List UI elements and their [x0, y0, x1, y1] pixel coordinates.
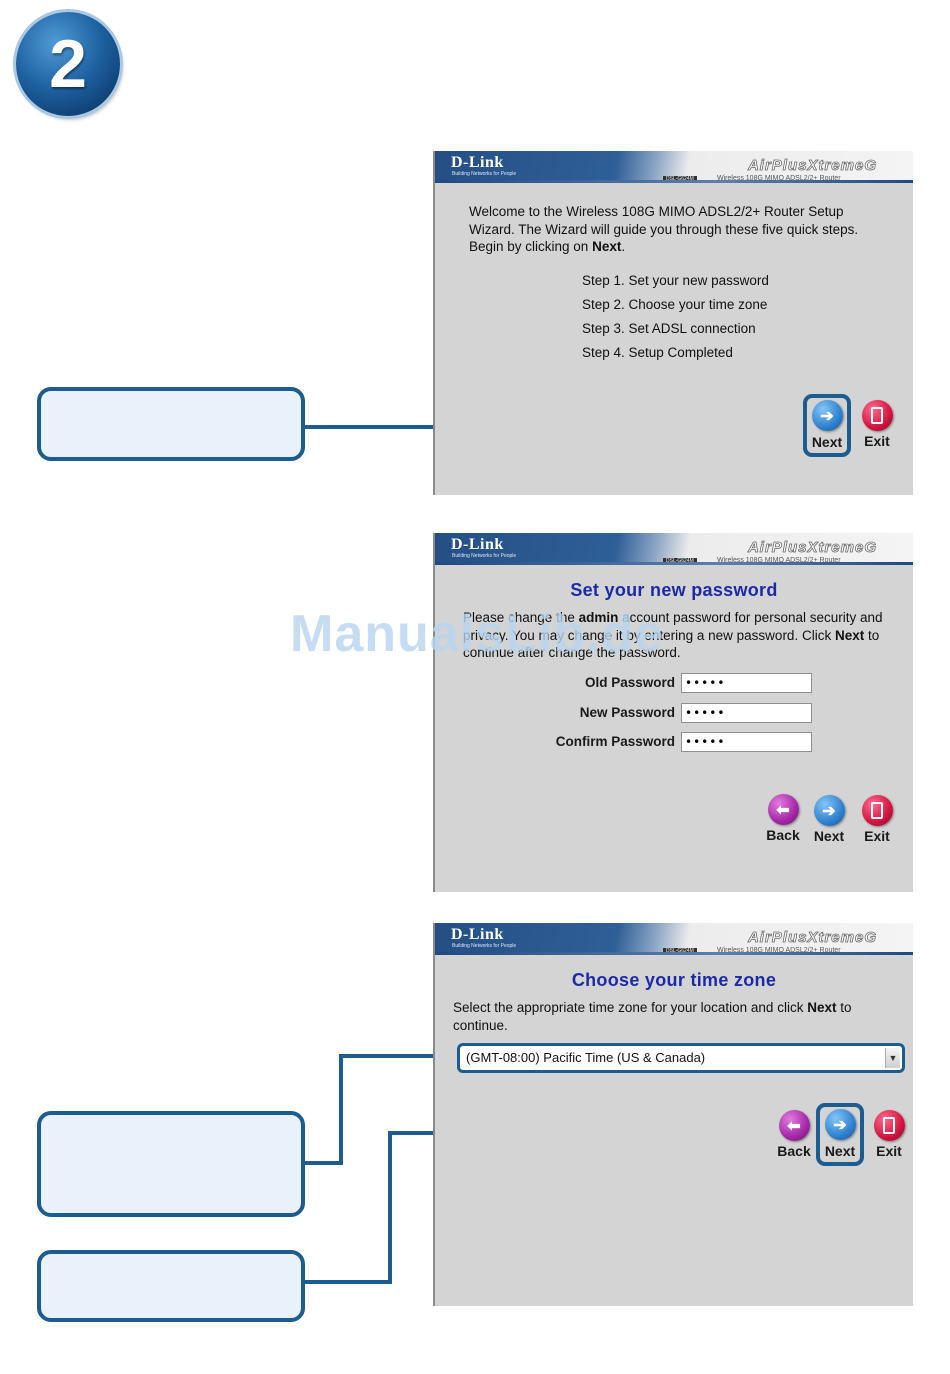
back-button[interactable]: ⬅ Back: [759, 792, 807, 852]
wizard-steps-list: Step 1. Set your new password Step 2. Ch…: [582, 269, 769, 365]
dlink-logo: D-Link: [451, 154, 504, 171]
model-badge: DSL-G624M: [663, 948, 697, 954]
list-item: Step 1. Set your new password: [582, 273, 769, 288]
arrow-right-icon: ➔: [824, 1109, 856, 1140]
step-number-badge: 2: [16, 12, 120, 116]
list-item: Step 3. Set ADSL connection: [582, 321, 756, 336]
model-description: Wireless 108G MIMO ADSL2/2+ Router: [717, 947, 841, 954]
model-badge: DSL-G624M: [663, 558, 697, 564]
exit-door-icon: [873, 1110, 905, 1141]
confirm-password-row: Confirm Password: [435, 732, 913, 754]
exit-button[interactable]: Exit: [853, 793, 901, 853]
next-button[interactable]: ➔ Next: [805, 793, 853, 853]
old-password-row: Old Password: [435, 673, 913, 695]
chevron-down-icon[interactable]: ▼: [885, 1048, 900, 1068]
airplus-logo: AirPlusXtremeG: [747, 929, 877, 947]
list-item: Step 2. Choose your time zone: [582, 297, 768, 312]
connector-line: [339, 1054, 343, 1165]
list-item: Step 4. Setup Completed: [582, 345, 733, 360]
connector-line: [339, 1054, 457, 1058]
page-title: Set your new password: [570, 580, 778, 600]
model-description: Wireless 108G MIMO ADSL2/2+ Router: [717, 175, 841, 182]
new-password-label: New Password: [579, 705, 675, 720]
confirm-password-field[interactable]: [681, 732, 812, 752]
step-number: 2: [49, 26, 87, 102]
dlink-tagline: Building Networks for People: [452, 943, 517, 949]
connector-line: [388, 1131, 392, 1284]
dlink-logo: D-Link: [451, 536, 504, 553]
dlink-header-banner: D-Link Building Networks for People AirP…: [435, 923, 913, 955]
timezone-select[interactable]: (GMT-08:00) Pacific Time (US & Canada) ▼: [457, 1043, 905, 1073]
airplus-logo: AirPlusXtremeG: [747, 539, 877, 557]
dlink-header-banner: D-Link Building Networks for People AirP…: [435, 533, 913, 565]
exit-door-icon: [861, 795, 893, 826]
timezone-selected-value: (GMT-08:00) Pacific Time (US & Canada): [466, 1050, 706, 1065]
callout-box-next: [37, 1250, 305, 1322]
connector-line: [305, 1280, 392, 1284]
arrow-right-icon: ➔: [811, 400, 843, 431]
new-password-row: New Password: [435, 703, 913, 725]
arrow-left-icon: ⬅: [767, 794, 799, 825]
next-button[interactable]: ➔ Next: [803, 394, 851, 457]
old-password-field[interactable]: [681, 673, 812, 693]
dlink-logo: D-Link: [451, 926, 504, 943]
exit-button[interactable]: Exit: [853, 398, 901, 458]
next-button[interactable]: ➔ Next: [816, 1103, 864, 1166]
model-description: Wireless 108G MIMO ADSL2/2+ Router: [717, 557, 841, 564]
old-password-label: Old Password: [584, 675, 675, 690]
welcome-intro-text: Welcome to the Wireless 108G MIMO ADSL2/…: [469, 204, 859, 254]
timezone-screen: D-Link Building Networks for People AirP…: [433, 923, 913, 1306]
connector-line: [305, 1161, 343, 1165]
airplus-logo: AirPlusXtremeG: [747, 157, 877, 175]
password-screen: D-Link Building Networks for People AirP…: [433, 533, 913, 892]
password-intro-text: Please change the admin account password…: [463, 610, 883, 660]
dlink-tagline: Building Networks for People: [452, 171, 517, 177]
new-password-field[interactable]: [681, 703, 812, 723]
dlink-header-banner: D-Link Building Networks for People AirP…: [435, 151, 913, 183]
welcome-screen: D-Link Building Networks for People AirP…: [433, 151, 913, 495]
page-title: Choose your time zone: [571, 970, 777, 990]
back-button[interactable]: ⬅ Back: [770, 1108, 818, 1168]
callout-box-timezone: [37, 1111, 305, 1217]
dlink-tagline: Building Networks for People: [452, 553, 517, 559]
timezone-intro-text: Select the appropriate time zone for you…: [453, 1000, 852, 1033]
exit-button[interactable]: Exit: [865, 1108, 913, 1168]
arrow-left-icon: ⬅: [778, 1110, 810, 1141]
model-badge: DSL-G624M: [663, 176, 697, 182]
arrow-right-icon: ➔: [813, 795, 845, 826]
confirm-password-label: Confirm Password: [555, 734, 675, 749]
exit-door-icon: [861, 400, 893, 431]
callout-box-welcome: [37, 387, 305, 461]
